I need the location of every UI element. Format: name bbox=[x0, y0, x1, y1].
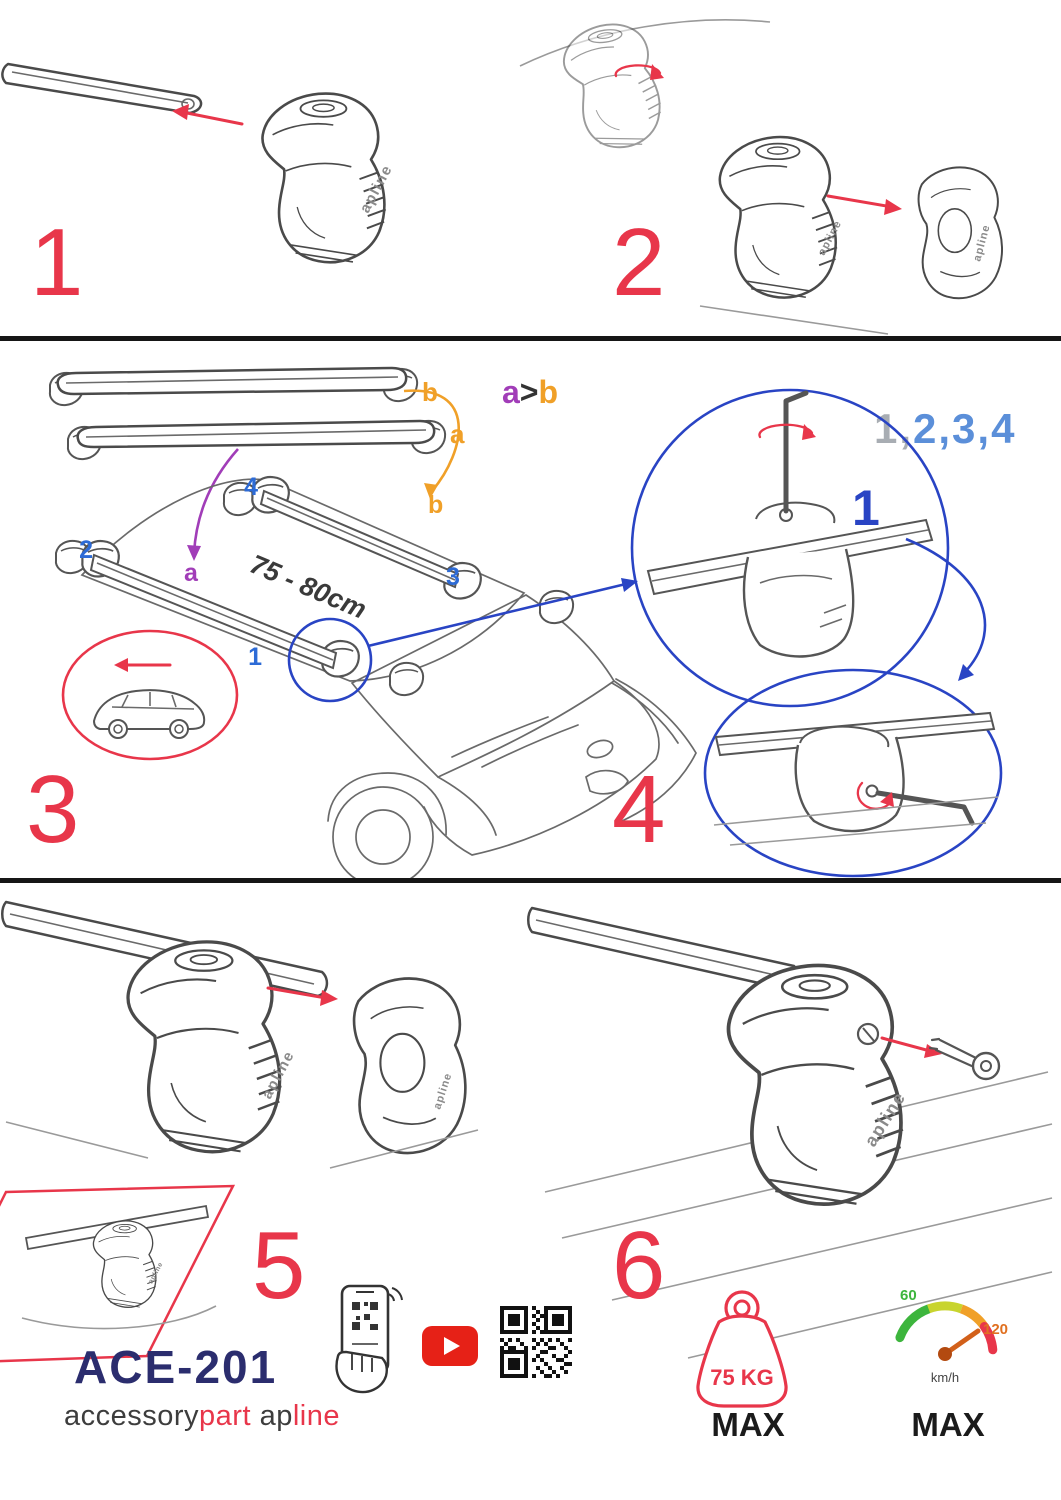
inset-frame bbox=[0, 1184, 236, 1363]
door-mirror bbox=[586, 739, 614, 759]
detail-step-number: 1 bbox=[852, 480, 880, 536]
roof-rack-foot-small bbox=[92, 1220, 158, 1308]
front-wheel bbox=[332, 786, 434, 879]
step-2-number: 2 bbox=[612, 209, 666, 316]
speed-low-text: 60 bbox=[900, 1287, 917, 1304]
hand bbox=[335, 1350, 388, 1394]
foot-body bbox=[742, 548, 855, 658]
weight-limit-icon: 75 KG bbox=[696, 1290, 788, 1408]
roof-rack-foot-top-view bbox=[558, 17, 667, 155]
detail-tighten-side bbox=[703, 668, 1003, 878]
step-1-number: 1 bbox=[30, 209, 84, 316]
step-3-number: 3 bbox=[26, 756, 80, 863]
roof-rack-foot bbox=[126, 940, 283, 1154]
rear-bar-guide-arrow bbox=[403, 389, 460, 492]
roof-position-4: 4 bbox=[244, 473, 258, 501]
bar-distance-text: 75 - 80cm bbox=[246, 549, 371, 625]
step5-drawing: apline apline apline bbox=[0, 900, 479, 1363]
brand-line: line bbox=[292, 1400, 341, 1432]
speed-high-text: 120 bbox=[983, 1321, 1008, 1338]
qr-scan-phone-icon bbox=[335, 1284, 403, 1394]
section-steps-3-4: b a a>b 1,2,3,4 bbox=[48, 366, 1016, 879]
brand-accessory: accessory bbox=[64, 1400, 200, 1432]
product-model: ACE-201 bbox=[74, 1341, 278, 1393]
speed-unit-text: km/h bbox=[931, 1370, 959, 1385]
windshield bbox=[350, 594, 616, 779]
speed-max-label: MAX bbox=[911, 1406, 985, 1443]
roof-label-a: a bbox=[184, 559, 199, 587]
detail-tighten-top: 1 bbox=[630, 388, 950, 708]
foot-cover bbox=[352, 977, 467, 1155]
allen-key-icon bbox=[783, 390, 809, 514]
mount-order-text: a>b bbox=[502, 374, 558, 410]
foot-body bbox=[794, 736, 905, 833]
rotation-arrow bbox=[856, 781, 892, 810]
roof-rack-foot bbox=[261, 92, 388, 264]
youtube-icon bbox=[422, 1326, 478, 1366]
detail-connector bbox=[905, 537, 987, 674]
brand-part: part bbox=[199, 1400, 252, 1432]
step2-drawing: apline apline bbox=[519, 17, 1004, 335]
step-4-number: 4 bbox=[612, 756, 666, 863]
crossbar-b bbox=[56, 366, 408, 396]
installed-foot-inset: apline bbox=[0, 1184, 236, 1363]
section-steps-5-6: apline apline apline apline bbox=[0, 900, 1053, 1408]
car-roof-assembly: 2 4 1 3 a b 75 - 80cm bbox=[54, 473, 697, 879]
detail-pointer-arrow bbox=[367, 581, 631, 648]
car-direction-indicator bbox=[61, 629, 239, 761]
crossbars-overview: b a bbox=[48, 366, 465, 461]
insert-arrow bbox=[180, 110, 244, 126]
section-divider-2 bbox=[0, 878, 1061, 883]
key-icon bbox=[928, 1037, 1001, 1081]
qr-code bbox=[498, 1304, 574, 1380]
cover-attach-arrow bbox=[266, 986, 328, 1000]
step-6-number: 6 bbox=[612, 1212, 666, 1319]
sequence-text: 1,2,3,4 bbox=[874, 405, 1016, 452]
section-divider-1 bbox=[0, 336, 1061, 341]
roof-rack-foot bbox=[726, 963, 905, 1207]
weight-limit-text: 75 KG bbox=[710, 1365, 774, 1390]
brand-name: accessorypart apline bbox=[64, 1400, 340, 1433]
speedometer-icon: 60 120 km/h bbox=[895, 1287, 1008, 1385]
key-arrow bbox=[880, 1036, 932, 1053]
weight-max-label: MAX bbox=[711, 1406, 785, 1443]
brand-ap: ap bbox=[259, 1400, 293, 1432]
roof-position-2: 2 bbox=[79, 536, 93, 564]
front-bar-guide-arrow bbox=[192, 448, 239, 554]
section-steps-1-2: apline apline apline bbox=[1, 17, 1004, 335]
foot-1-highlight-circle bbox=[287, 617, 373, 703]
step6-drawing: apline bbox=[527, 906, 1053, 1359]
roof-label-b: b bbox=[428, 491, 443, 519]
roof-rack-foot bbox=[718, 135, 839, 299]
headlight bbox=[585, 769, 629, 795]
roof-position-1: 1 bbox=[248, 643, 262, 671]
step-5-number: 5 bbox=[252, 1212, 306, 1319]
cover-attach-arrow bbox=[826, 194, 894, 209]
roof-position-3: 3 bbox=[446, 563, 460, 591]
